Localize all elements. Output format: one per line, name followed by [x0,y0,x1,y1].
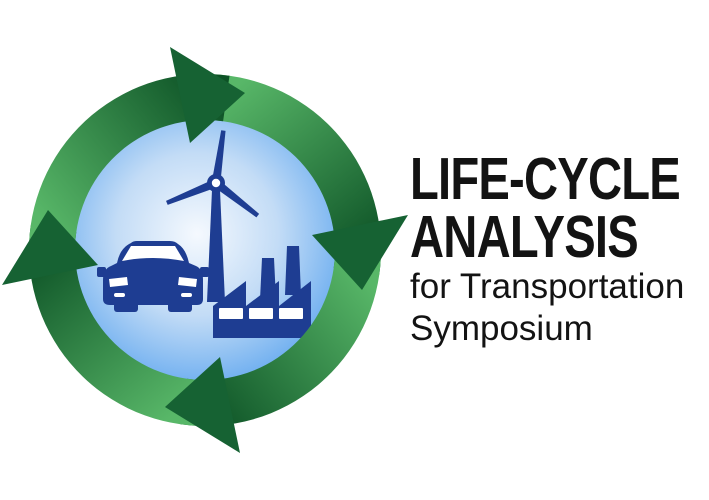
factory-windows [219,308,303,319]
cycle-band-segment [209,74,382,275]
title-row-2: ANALYSIS [410,204,709,270]
car-icon [97,241,209,312]
cycle-arrows-icon [2,47,408,453]
title-row-1: LIFE-CYCLE [410,146,709,212]
car-glass-and-lights [109,246,197,297]
industry-silhouettes [97,130,311,338]
title-line1: LIFE-CYCLE [410,146,681,212]
subtitle-line1: for Transportation [410,267,685,306]
logo-text-block: LIFE-CYCLE ANALYSIS for Transportation S… [410,150,709,350]
subtitle-line2: Symposium [410,309,593,348]
cycle-arrowhead [170,47,245,143]
wind-turbine-icon [166,130,260,302]
title-line2: ANALYSIS [410,204,639,270]
factory-icon [213,246,311,338]
turbine-hub-dot [211,178,221,188]
